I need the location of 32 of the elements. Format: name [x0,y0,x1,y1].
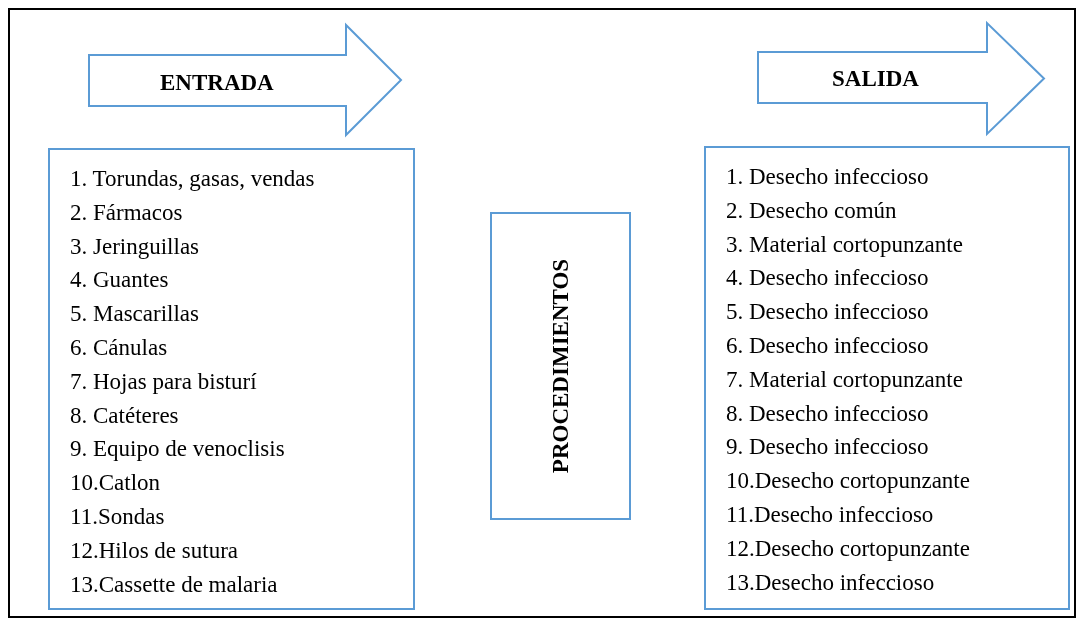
box-label: PROCEDIMIENTOS [547,258,574,474]
list-item: 13.Cassette de malaria [70,570,279,599]
list-item: 5. Desecho infeccioso [726,298,930,327]
list-item: 6. Cánulas [70,334,169,362]
list-item: 5. Mascarillas [70,300,200,329]
list-item: 10.Desecho cortopunzante [726,467,971,496]
list-item: 8. Catéteres [70,401,180,430]
list-item: 11.Desecho infeccioso [726,500,935,529]
list-item: 9. Desecho infeccioso [726,433,930,462]
list-item: 1. Torundas, gasas, vendas [70,165,316,193]
list-item: 3. Jeringuillas [70,232,201,261]
list-item: 11.Sondas [70,502,166,531]
list-item: 12.Hilos de sutura [70,536,239,565]
list-item: 3. Material cortopunzante [726,230,964,259]
arrow-label: SALIDA [832,66,919,92]
process-box [490,212,631,520]
list-item: 9. Equipo de venoclisis [70,435,286,464]
list-item: 7. Hojas para bisturí [70,367,258,396]
list-item: 10.Catlon [70,469,162,498]
list-item: 13.Desecho infeccioso [726,568,936,597]
list-item: 1. Desecho infeccioso [726,163,930,191]
list-item: 2. Fármacos [70,198,184,227]
arrow-label: ENTRADA [160,70,274,96]
list-box [48,148,415,610]
list-item: 7. Material cortopunzante [726,365,964,394]
list-item: 8. Desecho infeccioso [726,399,930,428]
list-item: 6. Desecho infeccioso [726,332,930,360]
list-item: 12.Desecho cortopunzante [726,534,971,563]
list-item: 4. Guantes [70,266,170,295]
list-item: 2. Desecho común [726,196,898,225]
list-item: 4. Desecho infeccioso [726,264,930,293]
list-box [704,146,1070,610]
